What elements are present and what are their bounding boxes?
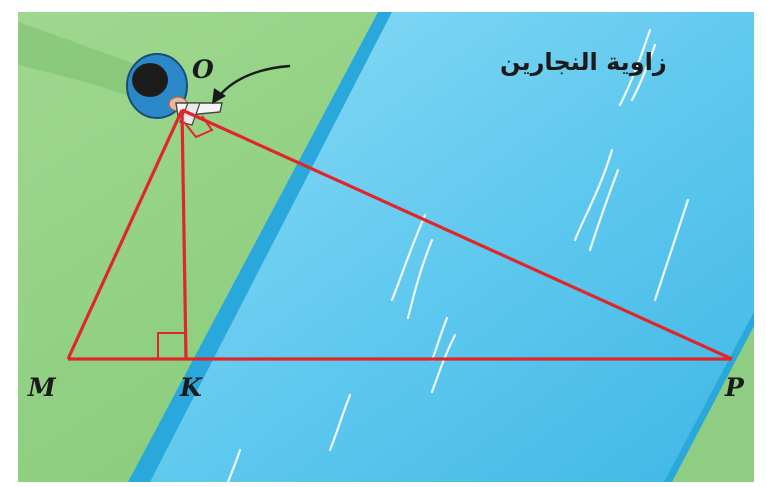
callout-label: زاوية النجارين xyxy=(500,48,667,76)
water-ripples xyxy=(226,28,690,482)
point-label-O: O xyxy=(192,55,214,84)
river xyxy=(128,12,754,482)
right-angle-K xyxy=(157,332,185,359)
point-label-P: P xyxy=(724,373,745,402)
callout-arrow-icon xyxy=(212,64,291,104)
right-angle-marks xyxy=(157,115,214,359)
river-edge-left xyxy=(128,12,392,482)
bank-path xyxy=(18,22,150,100)
triangle-lines xyxy=(66,108,733,361)
point-label-M: M xyxy=(27,373,57,402)
segment-OK xyxy=(180,109,188,360)
right-angle-O xyxy=(183,115,214,139)
segment-OP xyxy=(181,108,733,361)
point-label-K: K xyxy=(179,373,203,402)
river-edge-right xyxy=(664,312,754,482)
segment-OM xyxy=(66,109,184,360)
